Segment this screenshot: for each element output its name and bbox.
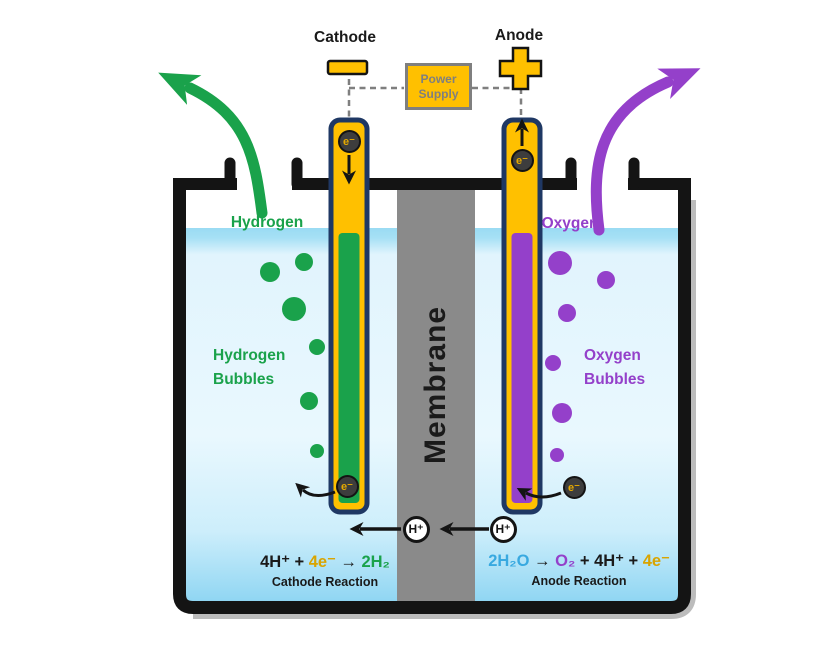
rim-stubs xyxy=(224,157,640,190)
anode-label: Anode xyxy=(494,27,544,44)
cathode-reaction-formula: 4H⁺ + 4e⁻ → 2H₂ xyxy=(260,553,390,571)
oxygen-bubbles-label: Oxygen Bubbles xyxy=(584,344,645,391)
hydrogen-bubble xyxy=(282,297,306,321)
electron-arrow-cathode-out xyxy=(295,482,336,498)
minus-terminal-icon xyxy=(326,59,369,76)
hydrogen-bubble xyxy=(300,392,318,410)
oxygen-bubble xyxy=(597,271,615,289)
oxygen-bubbles-label-line1: Oxygen xyxy=(584,347,641,364)
hydrogen-bubble xyxy=(295,253,313,271)
hydrogen-bubbles-label: Hydrogen Bubbles xyxy=(213,344,285,391)
oxygen-bubble xyxy=(558,304,576,322)
hydrogen-bubbles-label-line2: Bubbles xyxy=(213,370,275,388)
membrane-label: Membrane xyxy=(419,305,452,465)
anode-electrode-active-area xyxy=(511,233,533,503)
electron-arrows xyxy=(295,118,562,501)
hydrogen-bubbles-label-line1: Hydrogen xyxy=(213,347,286,364)
anode-reaction-formula: 2H₂O → O₂ + 4H⁺ + 4e⁻ xyxy=(488,552,670,570)
electron-badge-cathode-bottom: e⁻ xyxy=(335,474,359,498)
oxygen-bubbles-label-line2: Bubbles xyxy=(584,370,646,388)
hydrogen-out-arrow xyxy=(158,72,268,219)
proton-badge-right: H⁺ xyxy=(489,515,517,543)
cathode-label: Cathode xyxy=(314,29,376,46)
hydrogen-bubbles-group xyxy=(260,253,325,458)
electron-arrow-anode-in xyxy=(516,488,562,501)
anode-reaction-block: 2H₂O → O₂ + 4H⁺ + 4e⁻ Anode Reaction xyxy=(479,551,679,588)
anode-reaction-caption: Anode Reaction xyxy=(531,574,627,588)
electron-badge-anode-bottom: e⁻ xyxy=(562,475,586,499)
tank-walls xyxy=(173,178,691,614)
power-supply-label-line1: Power xyxy=(420,71,457,86)
oxygen-out-arrow xyxy=(590,68,701,236)
oxygen-bubble xyxy=(550,448,564,462)
cathode-electrode-active-area xyxy=(338,233,360,503)
power-supply-box: Power Supply xyxy=(405,63,472,110)
oxygen-bubbles-group xyxy=(545,251,615,462)
oxygen-bubble xyxy=(548,251,572,275)
hydrogen-bubble xyxy=(260,262,280,282)
hydrogen-bubble xyxy=(309,339,325,355)
power-wires xyxy=(347,79,523,119)
proton-badge-left: H⁺ xyxy=(402,515,430,543)
oxygen-bubble xyxy=(552,403,572,423)
electron-badge-anode-top: e⁻ xyxy=(510,148,534,172)
cathode-reaction-caption: Cathode Reaction xyxy=(271,575,379,589)
oxygen-bubble xyxy=(545,355,561,371)
power-supply-label-line2: Supply xyxy=(418,86,459,101)
oxygen-label: Oxygen xyxy=(541,215,599,232)
hydrogen-bubble xyxy=(310,444,324,458)
hydrogen-label: Hydrogen xyxy=(230,214,304,231)
electron-badge-cathode-top: e⁻ xyxy=(337,129,361,153)
plus-terminal-icon xyxy=(498,46,543,91)
cathode-reaction-block: 4H⁺ + 4e⁻ → 2H₂ Cathode Reaction xyxy=(225,552,425,589)
